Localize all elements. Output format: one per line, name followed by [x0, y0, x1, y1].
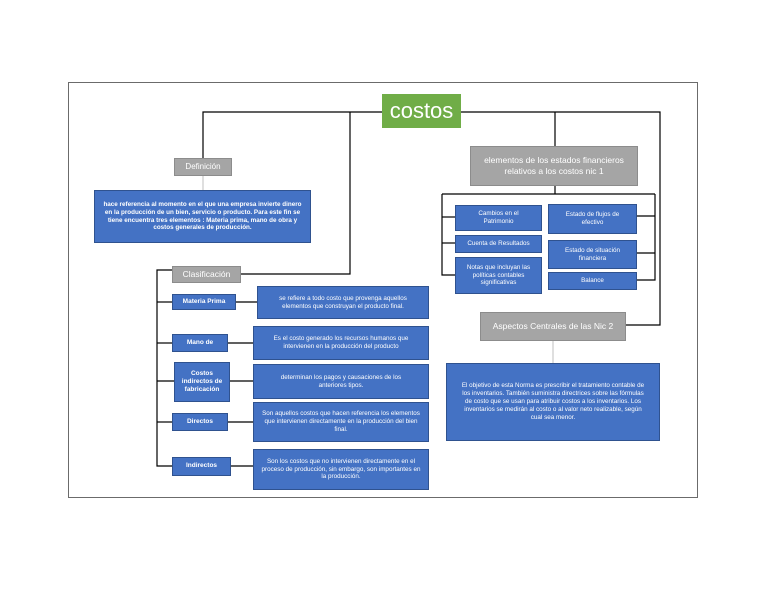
item-mano-de: Mano de — [172, 334, 228, 352]
definicion-heading: Definición — [174, 158, 232, 176]
elementos-situacion-financiera: Estado de situación financiera — [548, 240, 637, 269]
desc-indirectos: Son los costos que no intervienen direct… — [253, 449, 429, 490]
definicion-text: hace referencia al momento en el que una… — [94, 190, 311, 243]
clasificacion-heading: Clasificación — [172, 266, 241, 283]
aspectos-text: El objetivo de esta Norma es prescribir … — [446, 363, 660, 441]
desc-mano-de: Es el costo generado los recursos humano… — [253, 326, 429, 360]
aspectos-heading: Aspectos Centrales de las Nic 2 — [480, 312, 626, 341]
elementos-heading: elementos de los estados financieros rel… — [470, 146, 638, 186]
elementos-cuenta-resultados: Cuenta de Resultados — [455, 235, 542, 253]
item-costos-indirectos: Costos indirectos de fabricación — [174, 362, 230, 402]
desc-costos-indirectos: determinan los pagos y causaciones de lo… — [253, 364, 429, 399]
desc-materia-prima: se refiere a todo costo que provenga aqu… — [257, 286, 429, 319]
item-directos: Directos — [172, 413, 228, 431]
elementos-flujos-efectivo: Estado de flujos de efectivo — [548, 204, 637, 234]
desc-directos: Son aquellos costos que hacen referencia… — [253, 402, 429, 442]
elementos-notas: Notas que incluyan las políticas contabl… — [455, 257, 542, 294]
elementos-cambios-patrimonio: Cambios en el Patrimonio — [455, 205, 542, 231]
title-node: costos — [382, 94, 461, 128]
item-indirectos: Indirectos — [172, 457, 231, 476]
item-materia-prima: Materia Prima — [172, 294, 236, 310]
elementos-balance: Balance — [548, 272, 637, 290]
